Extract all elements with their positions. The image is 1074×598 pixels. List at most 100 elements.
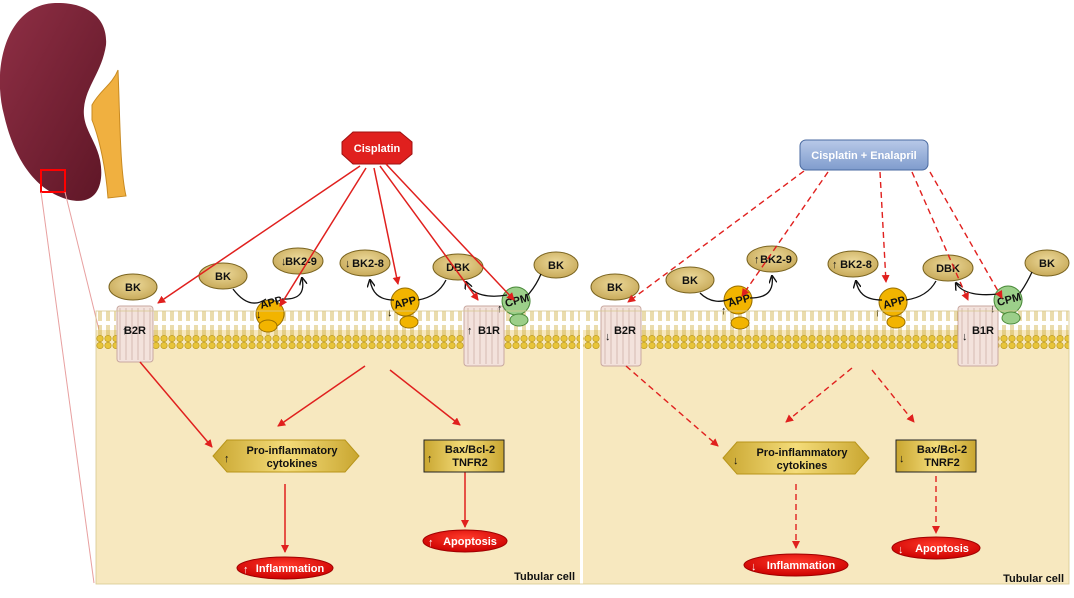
left-apoptosis-up-arrow: ↑	[428, 537, 434, 549]
left-bk28-oval	[339, 249, 391, 277]
left-bk-cpm-label: BK	[548, 260, 564, 272]
left-app1-label: APP	[259, 294, 284, 311]
kidney-illustration	[0, 2, 127, 584]
right-bk28-up-arrow: ↑	[832, 259, 838, 271]
left-app1-down-arrow: ↓	[256, 309, 262, 321]
left-bk-app-label: BK	[215, 271, 231, 283]
left-arrow-to-b1r	[379, 165, 479, 301]
left-arrow-to-app2	[373, 167, 401, 285]
right-arrow-to-cytokines	[785, 367, 853, 423]
right-inflammation-down-arrow: ↓	[751, 561, 757, 573]
left-bk29-down-arrow: ↓	[281, 256, 287, 268]
right-apoptosis-label: Apoptosis	[915, 543, 969, 555]
right-arrow-to-b2r	[627, 170, 805, 303]
left-apoptosis-oval	[422, 529, 508, 553]
right-arrow-to-b1r	[911, 171, 969, 301]
kidney-shape	[0, 2, 107, 201]
left-bk28-label: BK2-8	[352, 258, 384, 270]
left-apoptosis-label: Apoptosis	[443, 536, 497, 548]
right-app2-enzyme	[878, 287, 908, 329]
right-inflammation-label: Inflammation	[767, 560, 836, 572]
zoom-box	[40, 169, 66, 193]
right-b2r-down-arrow: ↓	[605, 331, 611, 343]
left-bax-line1: Bax/Bcl-2	[445, 444, 495, 456]
right-arrow-to-cpm	[929, 171, 1003, 299]
left-inflammation-up-arrow: ↑	[243, 564, 249, 576]
left-b2r-receptor	[116, 305, 154, 363]
right-cell-label: Tubular cell	[1003, 573, 1064, 585]
right-panel: B2R ↓ B1R ↓ Cisplatin + Enalapril BK BK …	[583, 139, 1070, 585]
right-trigger-box	[799, 139, 929, 171]
right-bk28-oval	[827, 250, 879, 278]
left-conv-dbk-to-app	[417, 279, 447, 301]
left-trigger-label: Cisplatin	[354, 143, 401, 155]
right-cpm-down-arrow: ↓	[990, 303, 996, 315]
right-conv-dbk-to-app	[905, 280, 937, 301]
left-cytokines-line1: Pro-inflammatory	[246, 445, 338, 457]
right-b1r-label: B1R	[972, 325, 994, 337]
left-app2-enzyme	[390, 287, 420, 329]
right-b2r-receptor	[600, 305, 642, 367]
left-bk29-label: BK2-9	[285, 256, 317, 268]
left-bk-oval-b2r	[108, 273, 158, 301]
right-cytokines-box	[722, 441, 870, 475]
right-bk29-label: BK2-9	[760, 254, 792, 266]
left-inflammation-label: Inflammation	[256, 563, 325, 575]
right-bax-down-arrow: ↓	[899, 453, 905, 465]
right-conv-app-to-bk28	[856, 281, 883, 301]
ureter-shape	[91, 69, 127, 199]
left-arrow-to-bax	[389, 369, 461, 426]
left-panel: B2R ↑ B1R ↑ Cisplatin BK BK BK2-9 ↓ BK2-…	[96, 131, 580, 584]
left-bax-line2: TNFR2	[452, 457, 487, 469]
left-inflammation-oval	[236, 556, 334, 580]
left-bax-up-arrow: ↑	[427, 453, 433, 465]
right-b2r-label: B2R	[614, 325, 636, 337]
left-membrane	[96, 311, 580, 349]
left-app1-enzyme	[255, 299, 285, 333]
left-conv-app-to-bk28	[370, 280, 395, 301]
right-bax-line2: TNRF2	[924, 457, 959, 469]
right-dbk-label: DBK	[936, 263, 960, 275]
right-app2-label: APP	[882, 294, 907, 311]
left-b1r-up-arrow: ↑	[467, 325, 473, 337]
cell-outline	[95, 310, 1070, 585]
left-app2-label: APP	[393, 294, 418, 311]
right-arrow-to-app1	[741, 171, 829, 297]
right-bk29-oval	[746, 245, 798, 273]
left-arrow-to-cpm	[385, 163, 515, 301]
right-conv-app-to-bk29	[749, 276, 772, 299]
right-bk28-label: BK2-8	[840, 259, 872, 271]
right-conv-cpm-to-dbk	[956, 283, 999, 296]
left-cytokines-line2: cytokines	[267, 458, 318, 470]
left-conv-bk-to-app	[232, 288, 267, 304]
right-bk-cpm-label: BK	[1039, 258, 1055, 270]
right-arrow-to-app2	[879, 171, 890, 283]
left-b2r-label: B2R	[124, 325, 146, 337]
right-bk29-up-arrow: ↑	[754, 254, 760, 266]
left-bk-b2r-label: BK	[125, 282, 141, 294]
zoom-line-left	[40, 191, 95, 584]
right-app2-up-arrow: ↑	[875, 307, 881, 319]
right-bk-oval-app	[665, 266, 715, 294]
right-bk-oval-cpm	[1024, 249, 1070, 277]
right-bk-oval-b2r	[590, 273, 640, 301]
left-b2r-up-arrow: ↑	[122, 325, 128, 337]
right-apoptosis-down-arrow: ↓	[898, 544, 904, 556]
right-bk-b2r-label: BK	[607, 282, 623, 294]
left-cpm-up-arrow: ↑	[497, 303, 503, 315]
right-cytokines-down-arrow: ↓	[733, 455, 739, 467]
left-arrow-b2r-to-cytokines	[139, 361, 213, 448]
right-conv-bk-to-app	[699, 292, 733, 302]
left-app2-down-arrow: ↓	[387, 307, 393, 319]
left-trigger-cisplatin	[341, 131, 413, 165]
left-bk28-down-arrow: ↓	[345, 258, 351, 270]
right-bax-box	[895, 439, 977, 473]
left-bk-oval-cpm	[533, 251, 579, 279]
left-arrow-to-b2r	[157, 165, 361, 304]
right-apoptosis-oval	[891, 536, 981, 560]
left-b1r-label: B1R	[478, 325, 500, 337]
right-cytokines-line1: Pro-inflammatory	[756, 447, 848, 459]
right-conv-bk-to-cpm	[1019, 271, 1033, 294]
